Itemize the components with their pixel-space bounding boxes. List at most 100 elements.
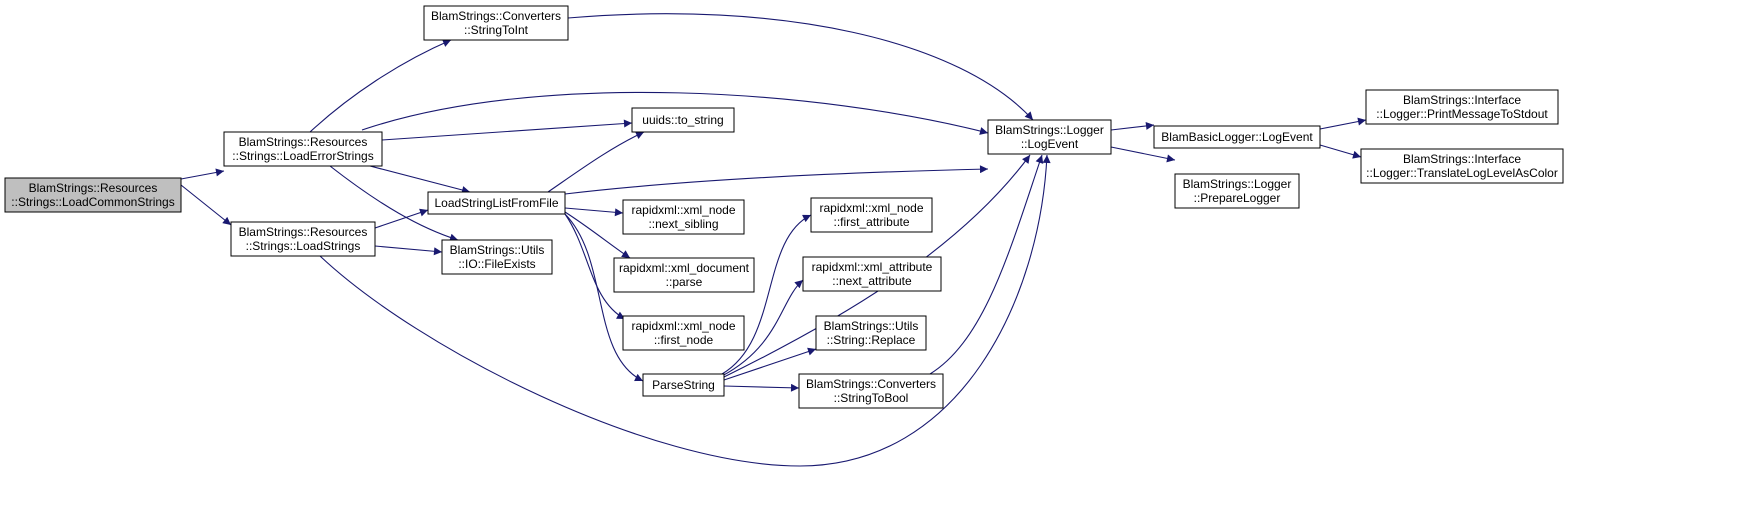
- nodes-layer: BlamStrings::Resources::Strings::LoadCom…: [4, 5, 1564, 409]
- edge-basic_log-to-translate_color: [1319, 144, 1362, 159]
- node-box: [810, 197, 933, 233]
- node-box: [622, 315, 745, 351]
- node-label: rapidxml::xml_document: [619, 261, 750, 275]
- edge-parse_string-to-string_to_bool: [723, 383, 800, 392]
- node-label: LoadStringListFromFile: [434, 196, 558, 210]
- node-first_node[interactable]: rapidxml::xml_node::first_node: [622, 315, 745, 351]
- edge-logger_log-to-prepare_logger: [1110, 146, 1176, 163]
- node-label: uuids::to_string: [642, 113, 723, 127]
- edge-load_list-to-parse_string: [564, 213, 644, 382]
- node-parse_string[interactable]: ParseString: [642, 373, 725, 397]
- node-label: ::next_attribute: [832, 274, 912, 288]
- node-print_stdout[interactable]: BlamStrings::Interface::Logger::PrintMes…: [1365, 89, 1559, 125]
- node-label: ::first_node: [654, 333, 714, 347]
- node-box: [622, 199, 745, 235]
- node-box: [1174, 173, 1300, 209]
- node-label: BlamStrings::Utils: [450, 243, 545, 257]
- node-label: ::next_sibling: [648, 217, 718, 231]
- node-label: rapidxml::xml_node: [631, 203, 735, 217]
- node-string_to_bool[interactable]: BlamStrings::Converters::StringToBool: [798, 373, 944, 409]
- node-next_attribute[interactable]: rapidxml::xml_attribute::next_attribute: [802, 256, 942, 292]
- node-load_strings[interactable]: BlamStrings::Resources::Strings::LoadStr…: [230, 221, 376, 257]
- node-label: ::StringToInt: [464, 23, 529, 37]
- node-box: [987, 119, 1112, 155]
- node-label: ::Strings::LoadStrings: [246, 239, 361, 253]
- node-label: ::Logger::TranslateLogLevelAsColor: [1366, 166, 1558, 180]
- edges-layer: [180, 13, 1367, 467]
- node-box: [798, 373, 944, 409]
- edge-load_strings-to-load_list: [374, 208, 429, 229]
- node-box: [4, 177, 182, 213]
- edge-load_error-to-load_list: [369, 165, 471, 194]
- edge-parse_string-to-next_attribute: [721, 279, 804, 377]
- node-box: [230, 221, 376, 257]
- edge-load_list-to-doc_parse: [564, 211, 631, 259]
- node-string_to_int[interactable]: BlamStrings::Converters::StringToInt: [423, 5, 569, 41]
- edge-load_error-to-logger_log: [361, 91, 989, 135]
- node-label: rapidxml::xml_node: [631, 319, 735, 333]
- node-load_list[interactable]: LoadStringListFromFile: [427, 191, 566, 215]
- node-logger_log[interactable]: BlamStrings::Logger::LogEvent: [987, 119, 1112, 155]
- node-box: [1365, 89, 1559, 125]
- edge-load_list-to-next_sibling: [564, 207, 624, 217]
- node-label: BlamStrings::Resources: [239, 225, 368, 239]
- node-label: ::String::Replace: [827, 333, 916, 347]
- node-label: BlamStrings::Converters: [431, 9, 561, 23]
- node-box: [631, 107, 735, 133]
- node-label: ::Strings::LoadCommonStrings: [11, 195, 174, 209]
- edge-parse_string-to-first_attribute: [721, 214, 812, 375]
- node-label: ::first_attribute: [833, 215, 909, 229]
- edge-load_common-to-load_strings: [180, 184, 232, 226]
- edge-load_error-to-string_to_int: [309, 39, 452, 133]
- edge-load_common-to-load_error: [180, 168, 225, 180]
- node-label: BlamBasicLogger::LogEvent: [1161, 130, 1313, 144]
- node-label: ::StringToBool: [834, 391, 909, 405]
- edge-load_strings-to-logger_log: [319, 154, 1051, 467]
- edge-load_error-to-uuids_to_string: [381, 119, 633, 141]
- node-box: [1360, 148, 1564, 184]
- edge-load_strings-to-file_exists: [374, 245, 443, 256]
- node-prepare_logger[interactable]: BlamStrings::Logger::PrepareLogger: [1174, 173, 1300, 209]
- edge-load_list-to-first_node: [564, 213, 626, 320]
- node-box: [1153, 125, 1321, 149]
- node-first_attribute[interactable]: rapidxml::xml_node::first_attribute: [810, 197, 933, 233]
- node-load_error[interactable]: BlamStrings::Resources::Strings::LoadErr…: [223, 131, 383, 167]
- node-basic_log[interactable]: BlamBasicLogger::LogEvent: [1153, 125, 1321, 149]
- node-box: [613, 257, 755, 293]
- node-load_common[interactable]: BlamStrings::Resources::Strings::LoadCom…: [4, 177, 182, 213]
- node-box: [642, 373, 725, 397]
- node-file_exists[interactable]: BlamStrings::Utils::IO::FileExists: [441, 239, 553, 275]
- node-translate_color[interactable]: BlamStrings::Interface::Logger::Translat…: [1360, 148, 1564, 184]
- node-doc_parse[interactable]: rapidxml::xml_document::parse: [613, 257, 755, 293]
- node-uuids_to_string[interactable]: uuids::to_string: [631, 107, 735, 133]
- node-next_sibling[interactable]: rapidxml::xml_node::next_sibling: [622, 199, 745, 235]
- node-label: BlamStrings::Logger: [995, 123, 1104, 137]
- edge-parse_string-to-str_replace: [723, 347, 817, 381]
- node-label: BlamStrings::Interface: [1403, 152, 1521, 166]
- node-label: BlamStrings::Logger: [1183, 177, 1292, 191]
- node-label: rapidxml::xml_attribute: [812, 260, 933, 274]
- node-box: [441, 239, 553, 275]
- edge-logger_log-to-basic_log: [1110, 121, 1155, 131]
- edge-string_to_bool-to-logger_log: [929, 154, 1044, 375]
- node-label: ::LogEvent: [1021, 137, 1079, 151]
- node-box: [423, 5, 569, 41]
- node-box: [427, 191, 566, 215]
- edge-load_error-to-file_exists: [329, 165, 459, 242]
- edge-load_list-to-logger_log: [564, 165, 989, 195]
- node-label: BlamStrings::Utils: [824, 319, 919, 333]
- node-label: ::IO::FileExists: [458, 257, 535, 271]
- node-box: [815, 315, 927, 351]
- edge-load_list-to-uuids_to_string: [547, 131, 645, 193]
- node-box: [802, 256, 942, 292]
- node-label: ::PrepareLogger: [1194, 191, 1281, 205]
- edge-string_to_int-to-logger_log: [567, 13, 1034, 121]
- node-label: BlamStrings::Interface: [1403, 93, 1521, 107]
- node-label: BlamStrings::Converters: [806, 377, 936, 391]
- node-str_replace[interactable]: BlamStrings::Utils::String::Replace: [815, 315, 927, 351]
- node-label: ::parse: [666, 275, 703, 289]
- edge-basic_log-to-print_stdout: [1319, 117, 1367, 130]
- node-label: ::Strings::LoadErrorStrings: [232, 149, 373, 163]
- node-label: ::Logger::PrintMessageToStdout: [1376, 107, 1548, 121]
